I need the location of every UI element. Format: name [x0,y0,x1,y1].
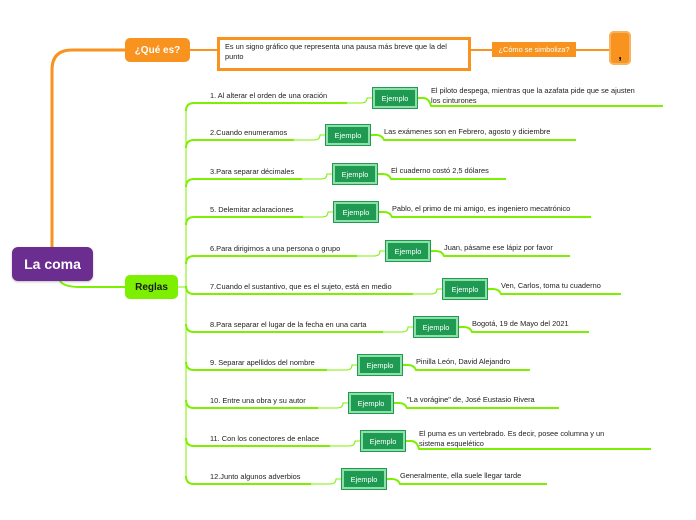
example-text[interactable]: Bogotá, 19 de Mayo del 2021 [472,319,613,329]
example-text[interactable]: El piloto despega, mientras que la azafa… [431,86,687,105]
comma-symbol-node[interactable]: , [609,31,631,65]
rule-label[interactable]: 10. Entre una obra y su autor [210,396,306,405]
rule-label[interactable]: 3.Para separar décimales [210,167,295,176]
como-se-simboliza-node[interactable]: ¿Cómo se simboliza? [492,42,576,57]
example-text-line: El piloto despega, mientras que la azafa… [431,86,635,95]
example-text-line: los cinturones [431,95,477,105]
ejemplo-node[interactable]: Ejemplo [361,431,405,451]
root-node-la-coma[interactable]: La coma [12,247,93,281]
rule-label[interactable]: 11. Con los conectores de enlace [210,434,320,443]
ejemplo-node[interactable]: Ejemplo [358,355,402,375]
ejemplo-node[interactable]: Ejemplo [373,88,417,108]
example-text[interactable]: Pablo, el primo de mi amigo, es ingenier… [392,204,615,214]
example-text-line: El puma es un vertebrado. Es decir, pose… [419,429,605,438]
rule-label[interactable]: 9. Separar apellidos del nombre [210,358,315,367]
example-text[interactable]: Las exámenes son en Febrero, agosto y di… [384,127,600,137]
example-text-line: Pinilla León, David Alejandro [416,357,511,366]
example-text[interactable]: Juan, pásame ese lápiz por favor [444,243,594,253]
example-text[interactable]: Pinilla León, David Alejandro [416,357,554,367]
ejemplo-node[interactable]: Ejemplo [443,279,487,299]
rule-label[interactable]: 1. Al alterar el orden de una oración [210,91,328,100]
ejemplo-node[interactable]: Ejemplo [334,202,378,222]
example-text[interactable]: Ven, Carlos, toma tu cuaderno [501,281,645,291]
ejemplo-node[interactable]: Ejemplo [333,164,377,184]
rule-label[interactable]: 5. Delemitar aclaraciones [210,205,294,214]
reglas-node[interactable]: Reglas [125,275,178,299]
example-text[interactable]: "La vorágine" de, José Eustasio Rivera [407,395,583,405]
example-text-line: "La vorágine" de, José Eustasio Rivera [407,395,535,404]
example-text-line: Juan, pásame ese lápiz por favor [444,243,553,252]
que-es-node[interactable]: ¿Qué es? [125,38,190,62]
example-text-line: Pablo, el primo de mi amigo, es ingenier… [392,204,571,213]
example-text-line: Bogotá, 19 de Mayo del 2021 [472,319,569,328]
example-text[interactable]: Generalmente, ella suele llegar tarde [400,471,571,481]
example-text-line: sistema esquelético [419,438,484,448]
rule-label[interactable]: 8.Para separar el lugar de la fecha en u… [210,320,367,329]
definition-box[interactable]: Es un signo gráfico que representa una p… [217,37,471,71]
rule-label[interactable]: 7.Cuando el sustantivo, que es el sujeto… [210,282,392,291]
example-text-line: Ven, Carlos, toma tu cuaderno [501,281,601,290]
ejemplo-node[interactable]: Ejemplo [342,469,386,489]
ejemplo-node[interactable]: Ejemplo [326,125,370,145]
ejemplo-node[interactable]: Ejemplo [386,241,430,261]
ejemplo-node[interactable]: Ejemplo [349,393,393,413]
rule-label[interactable]: 12.Junto algunos adverbios [210,472,301,481]
rule-label[interactable]: 6.Para dirigirnos a una persona o grupo [210,244,341,253]
example-text-line: Generalmente, ella suele llegar tarde [400,471,522,480]
rule-label[interactable]: 2.Cuando enumeramos [210,128,288,137]
example-text[interactable]: El puma es un vertebrado. Es decir, pose… [419,429,655,448]
example-text-line: Las exámenes son en Febrero, agosto y di… [384,127,551,136]
example-text-line: El cuaderno costó 2,5 dólares [391,166,489,175]
ejemplo-node[interactable]: Ejemplo [414,317,458,337]
example-text[interactable]: El cuaderno costó 2,5 dólares [391,166,530,176]
